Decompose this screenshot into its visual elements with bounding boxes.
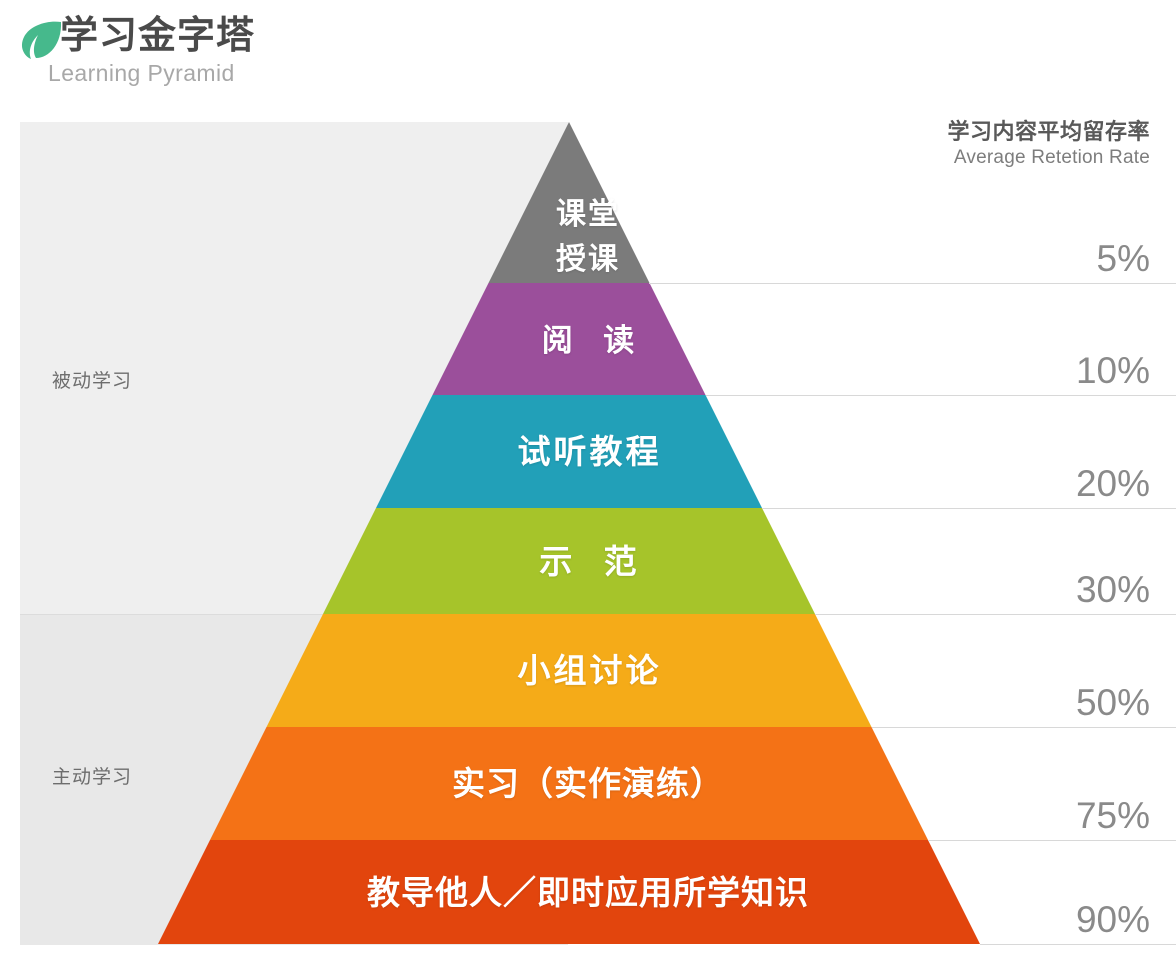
pyramid-tier-lecture [488, 122, 650, 283]
retention-value-30: 30% [1075, 569, 1150, 610]
retention-value-5: 5% [1096, 238, 1150, 279]
pyramid-tier-group-discussion [266, 614, 872, 727]
retention-legend: 学习内容平均留存率 Average Retetion Rate [850, 118, 1150, 170]
pyramid-tier-reading [432, 283, 706, 395]
retention-value-20: 20% [1075, 463, 1150, 504]
retention-legend-title-en: Average Retetion Rate [953, 147, 1150, 168]
mode-label-passive: 被动学习 [52, 371, 133, 392]
retention-value-50: 50% [1075, 682, 1150, 723]
retention-gridline-90 [980, 944, 1176, 945]
retention-gridline-20 [762, 508, 1176, 509]
retention-gridline-5 [649, 283, 1176, 284]
pyramid-tier-practice [210, 727, 928, 840]
retention-gridline-10 [706, 395, 1176, 396]
pyramid-tier-teach-others [158, 840, 980, 944]
retention-value-75: 75% [1075, 795, 1150, 836]
retention-gridline-30 [815, 614, 1176, 615]
retention-value-10: 10% [1075, 350, 1150, 391]
page-title-cn: 学习金字塔 [60, 15, 256, 57]
retention-legend-title-cn: 学习内容平均留存率 [947, 119, 1150, 144]
retention-gridline-50 [872, 727, 1176, 728]
pyramid-tier-audiovisual [376, 395, 762, 508]
mode-label-active: 主动学习 [52, 767, 133, 788]
retention-value-90: 90% [1075, 899, 1150, 940]
retention-gridline-75 [928, 840, 1176, 841]
page-header: 学习金字塔 Learning Pyramid [18, 8, 538, 88]
pyramid-tier-demonstration [323, 508, 815, 614]
page-title-en: Learning Pyramid [48, 60, 235, 86]
leaf-icon [21, 21, 62, 60]
